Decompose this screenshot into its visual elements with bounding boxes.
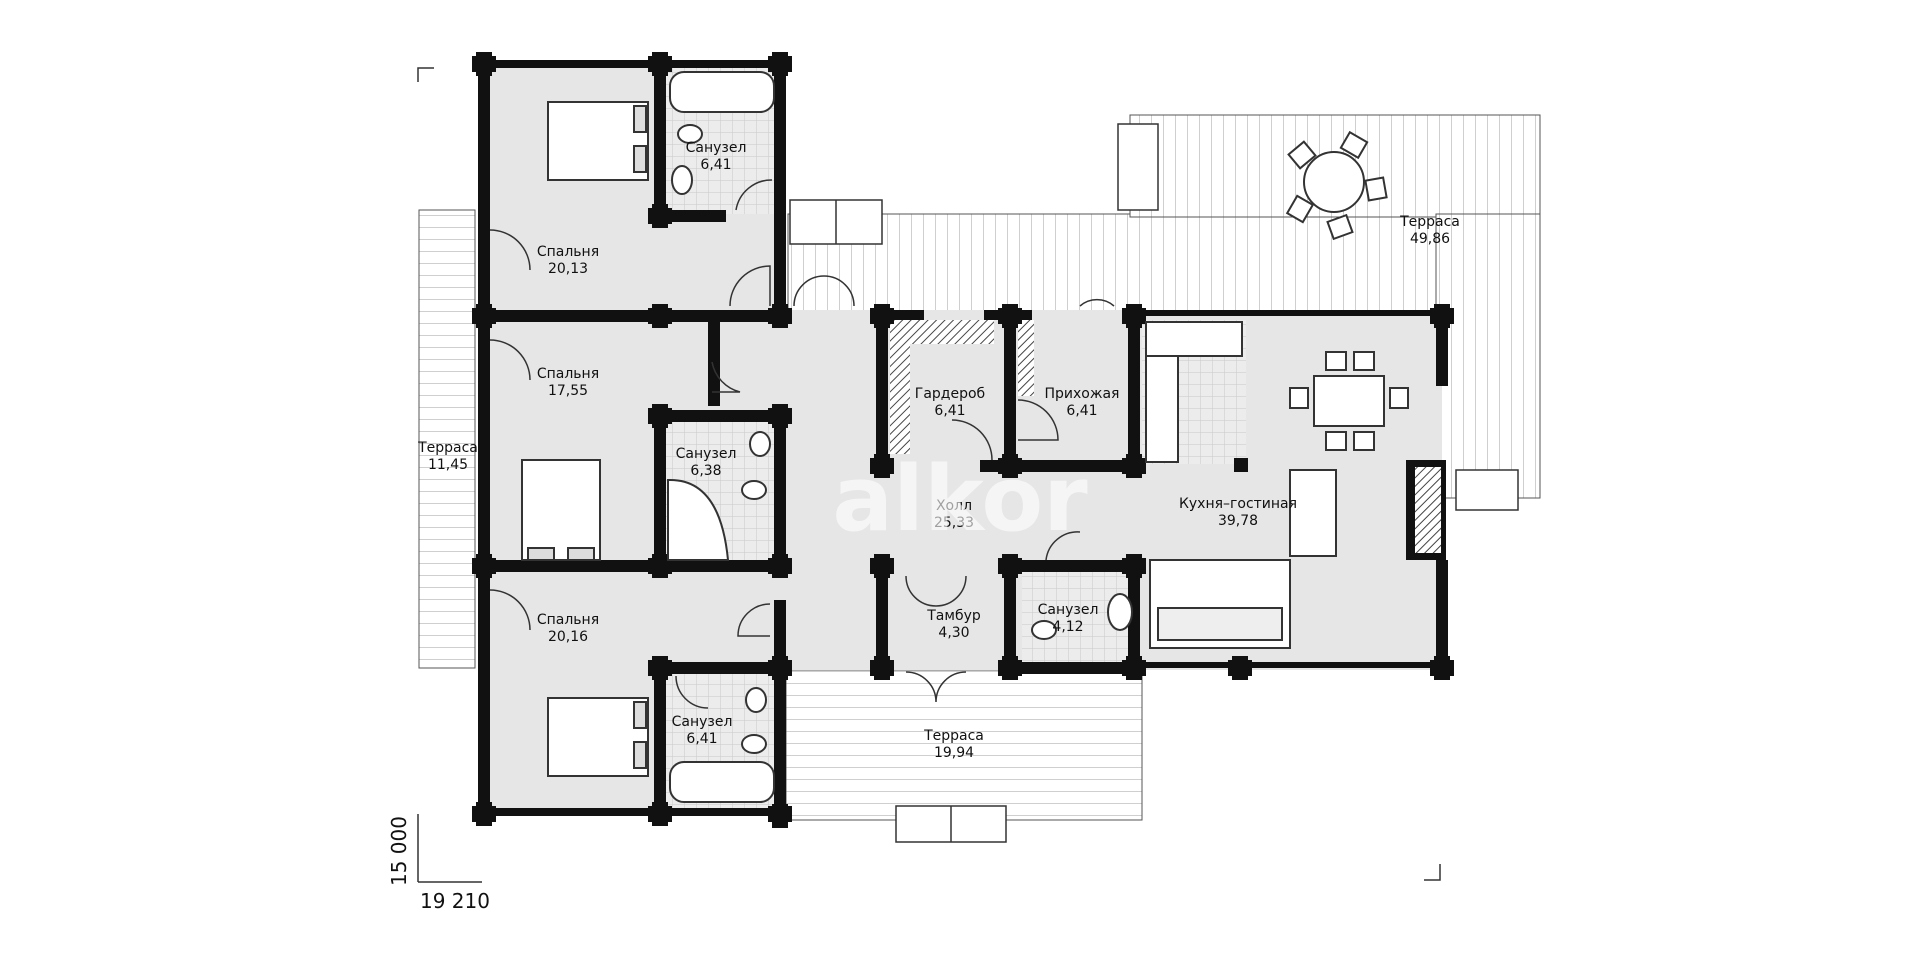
label-hall-name: Холл bbox=[936, 498, 972, 514]
label-terrace-north-name: Терраса bbox=[1399, 214, 1460, 230]
label-bath-mid-name: Санузел bbox=[676, 446, 737, 462]
label-terrace-west-name: Терраса bbox=[417, 440, 478, 456]
fireplace bbox=[1413, 465, 1443, 555]
frame-marks bbox=[417, 67, 1441, 881]
doors bbox=[489, 179, 1115, 709]
label-terrace-south-name: Терраса bbox=[923, 728, 984, 744]
dimension-height: 15 000 bbox=[387, 816, 411, 886]
terrace-north-deck bbox=[787, 213, 1515, 315]
label-entry-area: 6,41 bbox=[1066, 403, 1097, 419]
label-bedroom-bottom-area: 20,16 bbox=[548, 629, 588, 645]
label-bath-mid-area: 6,38 bbox=[690, 463, 721, 479]
label-bedroom-top-name: Спальня bbox=[537, 244, 599, 260]
label-bedroom-mid-area: 17,55 bbox=[548, 383, 588, 399]
bed-bottom bbox=[547, 697, 649, 777]
label-bedroom-top-area: 20,13 bbox=[548, 261, 588, 277]
label-bedroom-mid-name: Спальня bbox=[537, 366, 599, 382]
steps bbox=[789, 123, 1519, 843]
bathtub-bottom bbox=[669, 761, 775, 803]
corner-bath bbox=[667, 478, 730, 561]
label-vestibule-area: 4,30 bbox=[938, 625, 969, 641]
armchair bbox=[1289, 469, 1337, 557]
label-terrace-west-area: 11,45 bbox=[428, 457, 468, 473]
label-terrace-south-area: 19,94 bbox=[934, 745, 974, 761]
terrace-floors bbox=[418, 114, 1541, 821]
room-labels: Спальня 20,13 Санузел 6,41 Спальня 17,55… bbox=[417, 140, 1460, 761]
dining-table bbox=[1313, 375, 1385, 427]
label-bath-bottom-name: Санузел bbox=[672, 714, 733, 730]
label-bath-small-name: Санузел bbox=[1038, 602, 1099, 618]
watermark: alkor bbox=[832, 447, 1088, 552]
round-table bbox=[1303, 151, 1365, 213]
label-kitchen-living-area: 39,78 bbox=[1218, 513, 1258, 529]
label-wardrobe-area: 6,41 bbox=[934, 403, 965, 419]
furniture bbox=[521, 71, 1409, 803]
label-bath-top-area: 6,41 bbox=[700, 157, 731, 173]
entry-shelf bbox=[1018, 320, 1034, 396]
wall-posts bbox=[472, 52, 1454, 828]
label-hall-area: 25,33 bbox=[934, 515, 974, 531]
wardrobe-shelf-side bbox=[890, 344, 910, 454]
terrace-west-deck bbox=[418, 209, 476, 669]
dimension-lines bbox=[417, 814, 482, 883]
label-wardrobe-name: Гардероб bbox=[915, 386, 985, 402]
wardrobe-shelf bbox=[890, 320, 994, 344]
label-bath-bottom-area: 6,41 bbox=[686, 731, 717, 747]
terrace-south-deck bbox=[785, 669, 1143, 821]
label-vestibule-name: Тамбур bbox=[926, 608, 981, 624]
bed-mid bbox=[521, 459, 601, 561]
bed-top bbox=[547, 101, 649, 181]
label-bedroom-bottom-name: Спальня bbox=[537, 612, 599, 628]
terrace-north-deck-east bbox=[1435, 213, 1541, 499]
kitchen-counter bbox=[1145, 321, 1243, 357]
label-bath-small-area: 4,12 bbox=[1052, 619, 1083, 635]
label-bath-top-name: Санузел bbox=[686, 140, 747, 156]
label-entry-name: Прихожая bbox=[1045, 386, 1120, 402]
label-terrace-north-area: 49,86 bbox=[1410, 231, 1450, 247]
bathtub-top bbox=[669, 71, 775, 113]
label-kitchen-living-name: Кухня–гостиная bbox=[1179, 496, 1297, 512]
dimension-width: 19 210 bbox=[420, 889, 490, 913]
